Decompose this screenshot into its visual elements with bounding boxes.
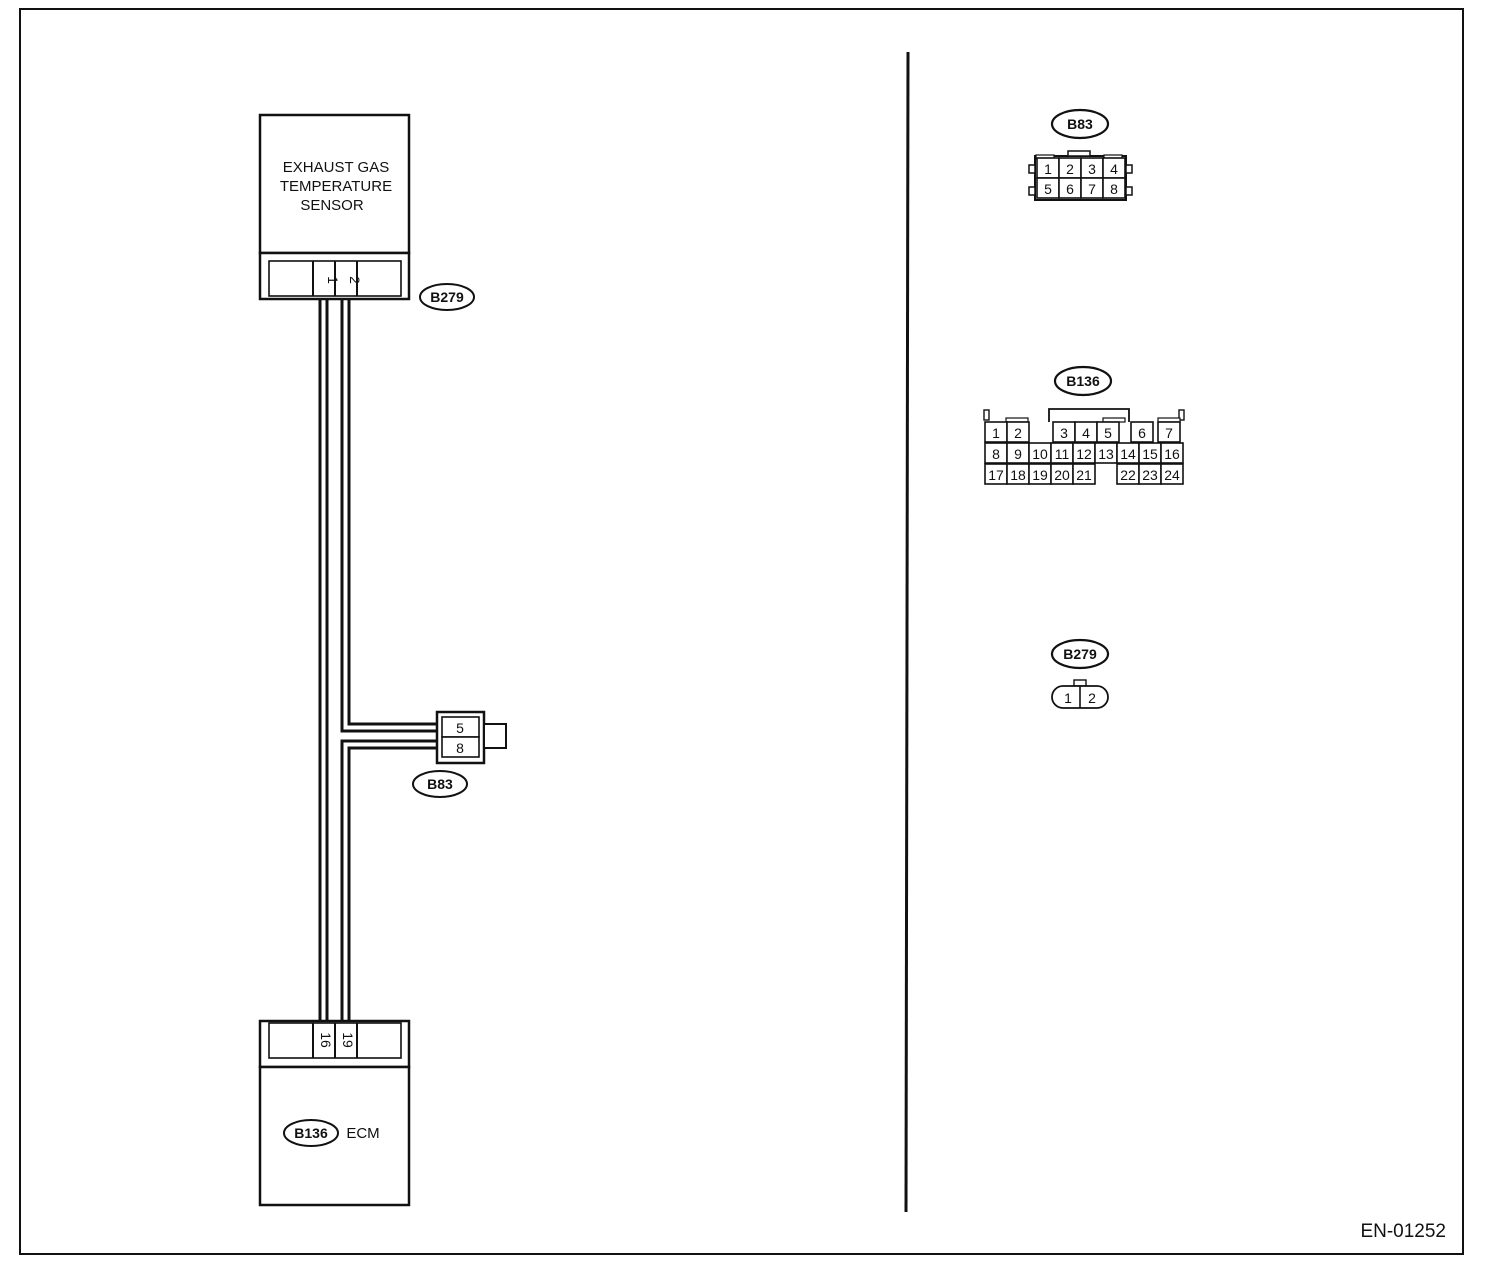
legend-b83-pin-8: 8	[1110, 181, 1118, 197]
legend-b83-id-tag: B83	[1050, 108, 1110, 140]
legend-b136-pin-5: 5	[1104, 425, 1112, 441]
legend-b136-pin-15: 15	[1142, 446, 1158, 462]
legend-b136-pin-1: 1	[992, 425, 1000, 441]
sensor-connector-id: B279	[430, 289, 464, 305]
legend-b136-pin-19: 19	[1032, 467, 1048, 483]
legend-b136-id-tag: B136	[1053, 365, 1113, 397]
legend-b136-pin-22: 22	[1120, 467, 1136, 483]
legend-b136-pin-2: 2	[1014, 425, 1022, 441]
joint-connector-id: B83	[427, 776, 453, 792]
legend-b83-pin-4: 4	[1110, 161, 1118, 177]
legend-b136-pin-3: 3	[1060, 425, 1068, 441]
joint-connector-pin-8: 8	[456, 740, 464, 756]
legend-b136-pin-11: 11	[1055, 446, 1070, 462]
sensor-label-line-3: SENSOR	[300, 197, 364, 214]
ecm-label: ECM	[346, 1125, 379, 1142]
legend-b279-id-tag: B279	[1050, 638, 1110, 670]
legend-b136-id: B136	[1066, 373, 1100, 389]
legend-b279-pin-1: 1	[1064, 690, 1072, 706]
legend-b136-pin-12: 12	[1076, 446, 1092, 462]
sensor-label-line-1: EXHAUST GAS	[283, 159, 389, 176]
ecm-connector: 16 19	[258, 1019, 411, 1069]
legend-b136-pin-9: 9	[1014, 446, 1022, 462]
legend-b279-pin-2: 2	[1088, 690, 1096, 706]
legend-b136-pin-23: 23	[1142, 467, 1158, 483]
legend-b136-pin-4: 4	[1082, 425, 1090, 441]
harness-wires	[318, 299, 440, 1021]
legend-b83-pin-5: 5	[1044, 181, 1052, 197]
sensor-label-line-2: TEMPERATURE	[280, 178, 392, 195]
legend-b83-pin-3: 3	[1088, 161, 1096, 177]
legend-b83-pin-6: 6	[1066, 181, 1074, 197]
wire-b83-pin8-to-pin19	[340, 739, 440, 1021]
legend-b136-pin-21: 21	[1076, 467, 1092, 483]
sensor-connector: 1 2	[258, 251, 411, 301]
diagram-frame	[19, 8, 1464, 1255]
exhaust-gas-temperature-sensor: EXHAUST GAS TEMPERATURE SENSOR	[258, 113, 411, 255]
legend-b136-pin-7: 7	[1165, 425, 1173, 441]
legend-b136-pin-17: 17	[988, 467, 1004, 483]
ecm-connector-id: B136	[294, 1125, 328, 1141]
panel-divider	[904, 51, 910, 1213]
legend-b136-pin-24: 24	[1164, 467, 1180, 483]
legend-b83-pin-2: 2	[1066, 161, 1074, 177]
joint-connector-pin-5: 5	[456, 720, 464, 736]
legend-b136-pin-8: 8	[992, 446, 1000, 462]
sensor-connector-id-tag: B279	[419, 283, 475, 311]
wire-pin2-to-b83-pin5	[340, 299, 440, 733]
legend-b83-pin-7: 7	[1088, 181, 1096, 197]
sensor-connector-pin-1: 1	[325, 276, 341, 284]
legend-b83-connector-face: 1 2 3 4 5 6 7 8	[1028, 150, 1133, 201]
sensor-connector-pin-2: 2	[347, 276, 363, 284]
legend-b279-connector-face: 1 2	[1051, 679, 1109, 709]
figure-code: EN-01252	[1360, 1221, 1446, 1242]
legend-b136-pin-6: 6	[1138, 425, 1146, 441]
ecm-connector-pin-19: 19	[340, 1032, 356, 1048]
legend-b136-pin-16: 16	[1164, 446, 1180, 462]
joint-connector-b83: 5 8	[435, 710, 507, 765]
legend-b136-pin-10: 10	[1032, 446, 1048, 462]
legend-b279-id: B279	[1063, 646, 1097, 662]
legend-b136-pin-14: 14	[1120, 446, 1136, 462]
legend-b83-id: B83	[1067, 116, 1093, 132]
legend-b136-pin-13: 13	[1098, 446, 1114, 462]
legend-b83-pin-1: 1	[1044, 161, 1052, 177]
legend-b136-pin-18: 18	[1010, 467, 1026, 483]
ecm-connector-pin-16: 16	[318, 1032, 334, 1048]
joint-connector-id-tag: B83	[412, 770, 468, 798]
legend-b136-connector-face: 1 2 3 4 5 6 7 8 9 10 11 12 13 14 15 16 1…	[983, 408, 1185, 485]
ecm-module: B136 ECM	[258, 1065, 411, 1207]
legend-b136-pin-20: 20	[1054, 467, 1070, 483]
